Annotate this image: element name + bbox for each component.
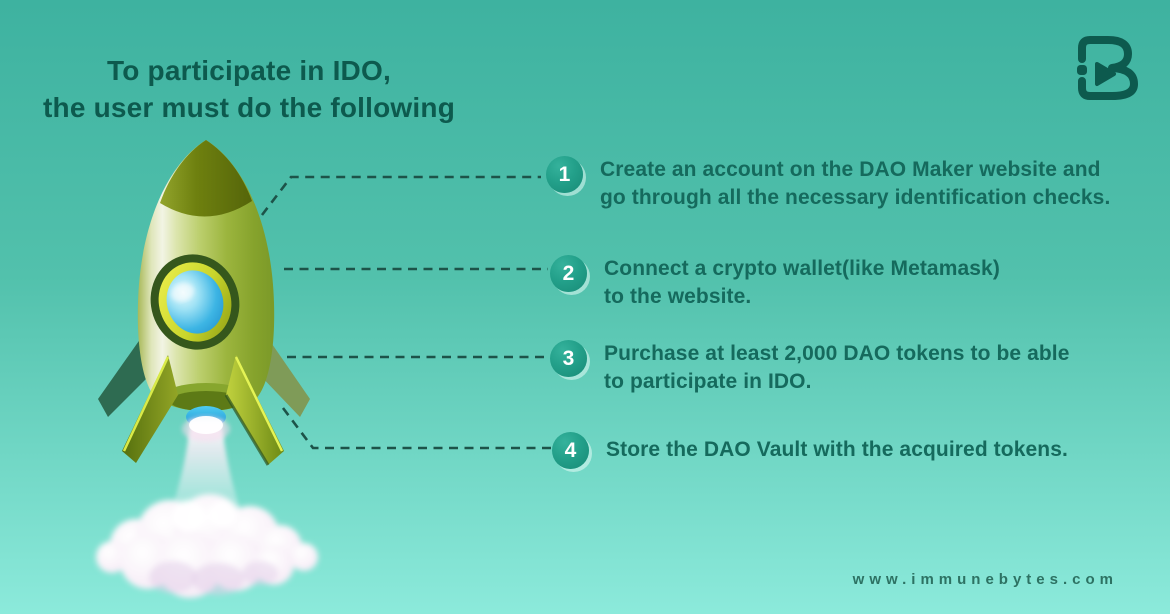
step-text-line: go through all the necessary identificat… — [600, 186, 1111, 209]
page-title: To participate in IDO, the user must do … — [18, 52, 480, 126]
step-number-badge: 3 — [550, 340, 587, 377]
step-text: Purchase at least 2,000 DAO tokens to be… — [604, 340, 1070, 396]
step-text-line: Purchase at least 2,000 DAO tokens to be… — [604, 342, 1070, 365]
step-text-line: to the website. — [604, 285, 752, 308]
step-text-line: Store the DAO Vault with the acquired to… — [606, 438, 1068, 461]
step-text-line: Create an account on the DAO Maker websi… — [600, 158, 1101, 181]
step-item-1: 1 Create an account on the DAO Maker web… — [546, 156, 1110, 212]
website-url: www.immunebytes.com — [852, 571, 1118, 588]
step-text: Create an account on the DAO Maker websi… — [600, 156, 1110, 212]
step-item-2: 2 Connect a crypto wallet(like Metamask)… — [550, 255, 1000, 311]
step-item-4: 4 Store the DAO Vault with the acquired … — [552, 432, 1068, 469]
page-title-line-2: the user must do the following — [43, 92, 455, 123]
step-number-badge: 4 — [552, 432, 589, 469]
immunebytes-logo-icon — [1077, 36, 1138, 100]
step-text: Store the DAO Vault with the acquired to… — [606, 436, 1068, 464]
step-item-3: 3 Purchase at least 2,000 DAO tokens to … — [550, 340, 1070, 396]
step-text-line: Connect a crypto wallet(like Metamask) — [604, 257, 1000, 280]
step-text: Connect a crypto wallet(like Metamask) t… — [604, 255, 1000, 311]
rocket-illustration-icon — [96, 140, 318, 598]
step-text-line: to participate in IDO. — [604, 370, 812, 393]
step-number-badge: 2 — [550, 255, 587, 292]
step-number-badge: 1 — [546, 156, 583, 193]
page-title-line-1: To participate in IDO, — [107, 55, 391, 86]
